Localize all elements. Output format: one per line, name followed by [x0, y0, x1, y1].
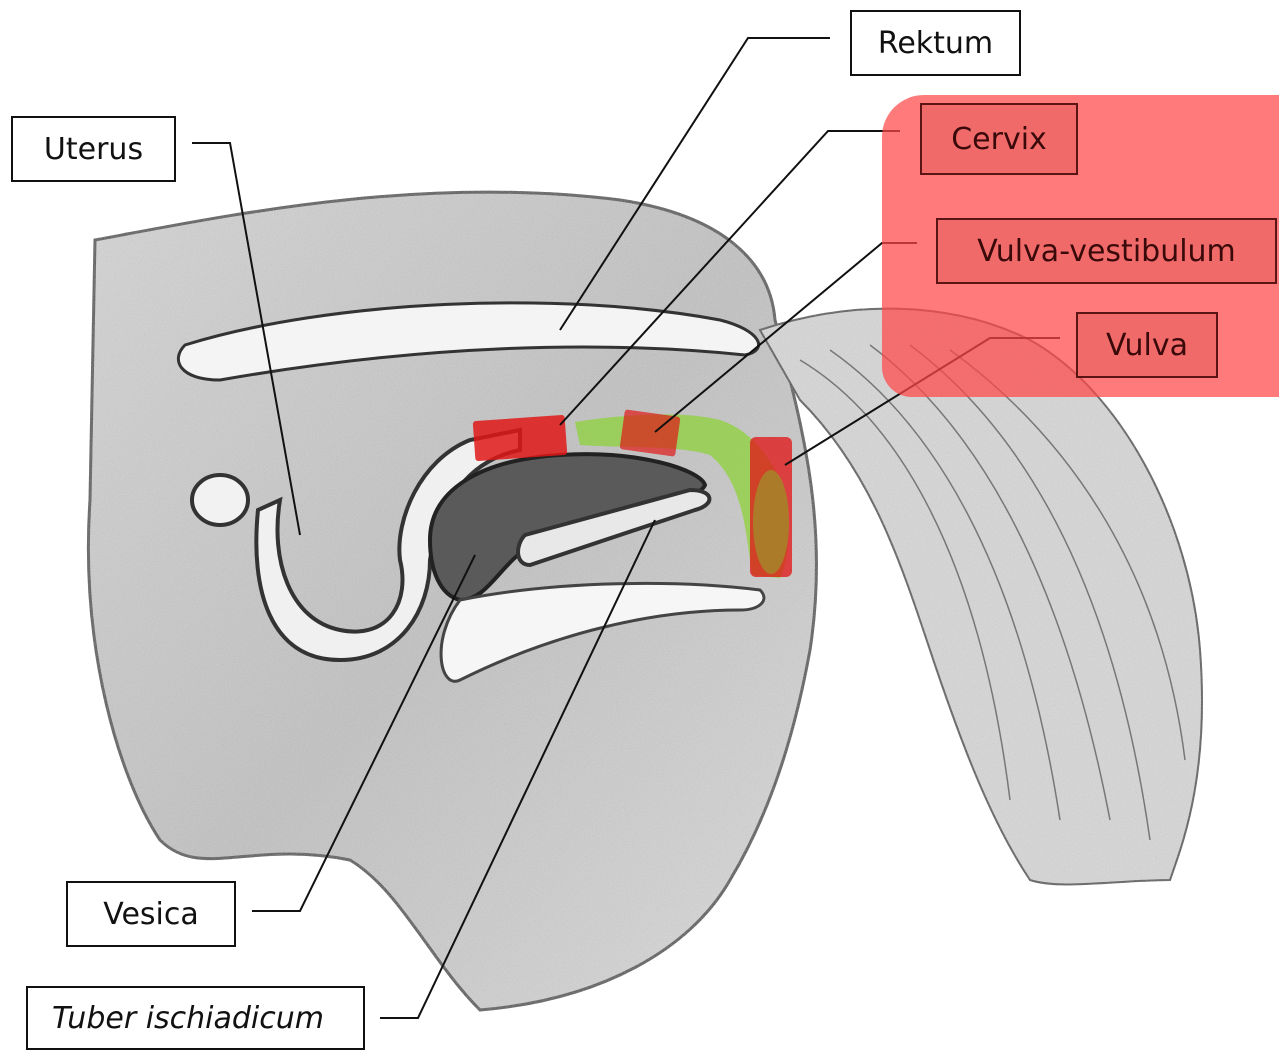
label-rektum: Rektum: [850, 10, 1021, 76]
label-tuber-ischiadicum: Tuber ischiadicum: [26, 986, 365, 1050]
label-uterus: Uterus: [11, 116, 176, 182]
ovary-shape: [192, 475, 248, 525]
label-vulva: Vulva: [1076, 312, 1218, 378]
vulva-overlap: [753, 470, 789, 574]
label-cervix: Cervix: [920, 103, 1078, 175]
label-vulva-vestibulum: Vulva-vestibulum: [936, 218, 1277, 284]
vulva-vestibulum-red-segment: [619, 409, 680, 456]
cervix-segment: [473, 415, 568, 461]
label-vesica: Vesica: [66, 881, 236, 947]
